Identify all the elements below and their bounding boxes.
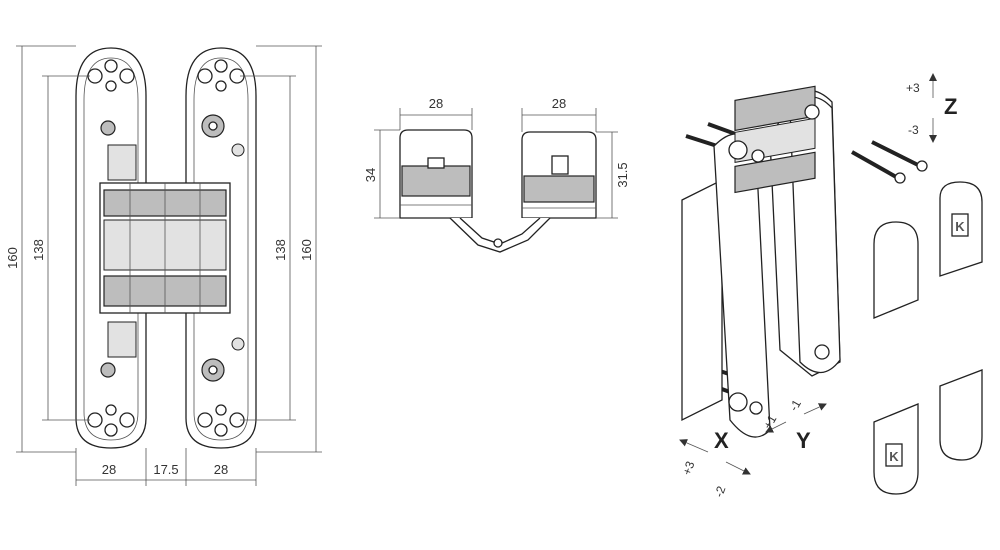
top-view-linkage-arm <box>449 217 551 253</box>
dim-top-left-width: 28 <box>429 96 443 111</box>
hinge-center-body <box>99 182 231 314</box>
front-view: 160 138 138 160 28 17.5 28 <box>5 45 322 486</box>
front-view-dimensions <box>16 45 322 486</box>
y-minus-label: -1 <box>786 397 804 414</box>
dim-top-left-depth: 34 <box>363 168 378 182</box>
axis-label-y: Y <box>796 428 811 453</box>
dim-right-width: 28 <box>214 462 228 477</box>
dim-plate-height-right: 138 <box>273 239 288 261</box>
axis-label-x: X <box>714 428 729 453</box>
dim-plate-height-left: 138 <box>31 239 46 261</box>
dim-overall-height-left: 160 <box>5 247 20 269</box>
cover-cap-bottom-left: K <box>873 403 919 495</box>
y-plus-label: +1 <box>760 412 779 431</box>
dim-gap-width: 17.5 <box>153 462 178 477</box>
isometric-view: K K Z +3 -3 X +3 -2 Y +1 -1 <box>679 73 983 499</box>
cover-cap-top-right: K <box>939 181 983 277</box>
iso-screws-right <box>851 140 928 184</box>
svg-text:K: K <box>889 449 899 464</box>
iso-hinge-body <box>681 85 841 438</box>
dim-left-width: 28 <box>102 462 116 477</box>
x-minus-label: -2 <box>712 484 729 499</box>
brand-k-logo-icon-bottom <box>885 443 903 467</box>
top-view-left-body <box>399 129 473 219</box>
adjustment-arrows <box>679 73 937 475</box>
dim-top-right-width: 28 <box>552 96 566 111</box>
dim-overall-height-right: 160 <box>299 239 314 261</box>
top-view-right-body <box>521 131 597 219</box>
cover-cap-bottom-right <box>939 369 983 461</box>
top-view-dimensions <box>374 108 618 219</box>
svg-text:K: K <box>955 219 965 234</box>
dim-top-right-depth: 31.5 <box>615 162 630 187</box>
brand-k-logo-icon <box>951 213 969 237</box>
top-view: 28 28 34 31.5 <box>363 96 630 253</box>
cover-cap-top-left <box>873 221 919 319</box>
x-plus-label: +3 <box>680 459 698 477</box>
axis-label-z: Z <box>944 94 957 119</box>
z-plus-label: +3 <box>906 81 920 95</box>
z-minus-label: -3 <box>908 123 919 137</box>
